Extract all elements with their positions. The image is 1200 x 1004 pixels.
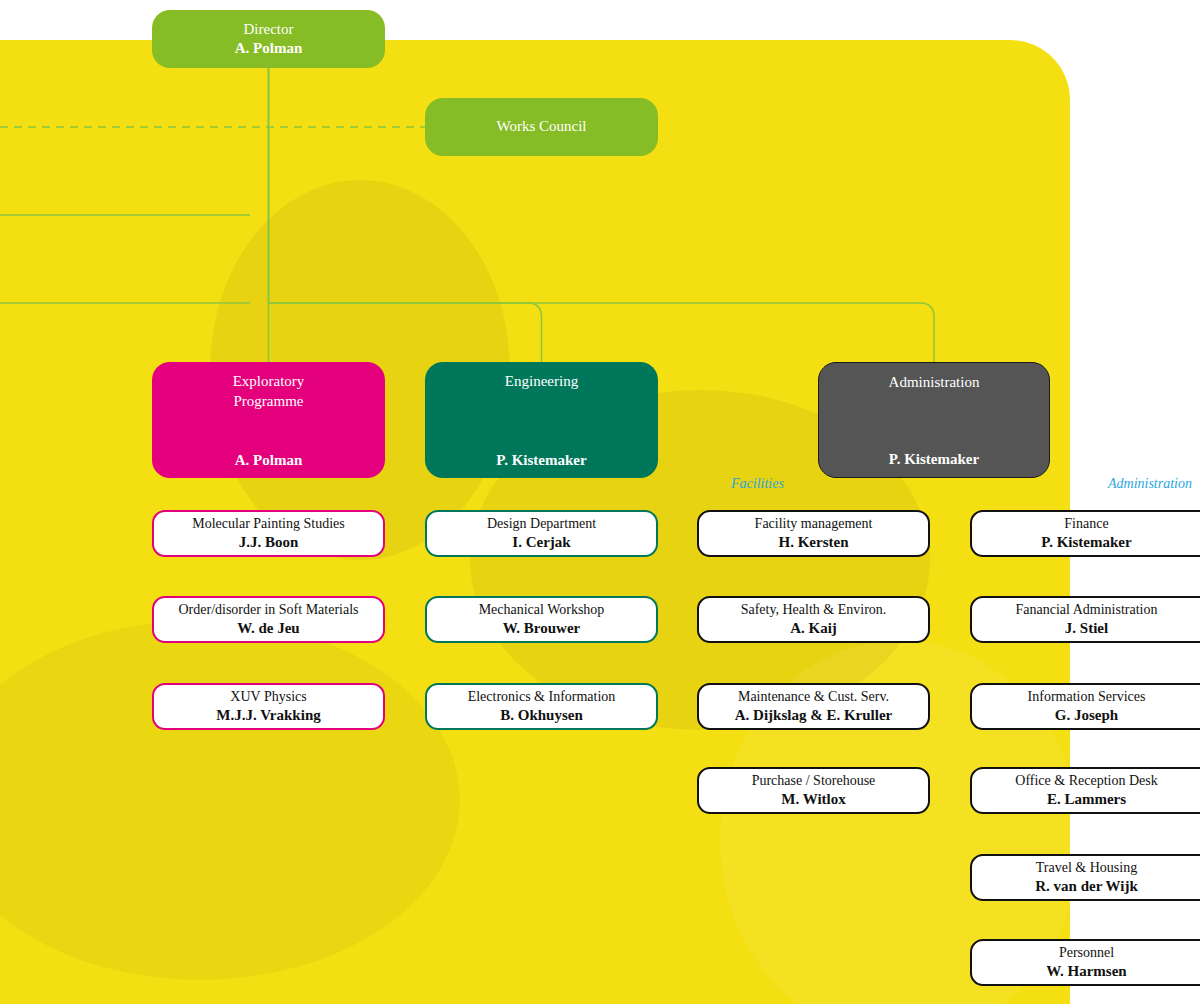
department-box: Purchase / StorehouseM. Witlox bbox=[697, 767, 930, 814]
department-box: FinanceP. Kistemaker bbox=[970, 510, 1200, 557]
dashed-line bbox=[0, 126, 425, 128]
department-box: Information ServicesG. Joseph bbox=[970, 683, 1200, 730]
person-name: W. Brouwer bbox=[503, 619, 581, 638]
person-name: A. Polman bbox=[235, 451, 303, 471]
person-name: J.J. Boon bbox=[239, 533, 299, 552]
department-box: XUV PhysicsM.J.J. Vrakking bbox=[152, 683, 385, 730]
person-name: A. Polman bbox=[235, 39, 303, 59]
unit-name: Purchase / Storehouse bbox=[752, 772, 876, 790]
person-name: A. Dijkslag & E. Kruller bbox=[735, 706, 893, 725]
person-name: P. Kistemaker bbox=[496, 451, 586, 471]
unit-name: Molecular Painting Studies bbox=[192, 515, 344, 533]
unit-name: Mechanical Workshop bbox=[479, 601, 605, 619]
branch-line bbox=[0, 214, 250, 216]
person-name: M. Witlox bbox=[781, 790, 845, 809]
department-box: Mechanical WorkshopW. Brouwer bbox=[425, 596, 658, 643]
unit-name: Order/disorder in Soft Materials bbox=[178, 601, 358, 619]
person-name: W. de Jeu bbox=[237, 619, 299, 638]
person-name: H. Kersten bbox=[779, 533, 849, 552]
person-name: M.J.J. Vrakking bbox=[216, 706, 320, 725]
department-box: Fanancial AdministrationJ. Stiel bbox=[970, 596, 1200, 643]
unit-box: Works Council bbox=[425, 98, 658, 156]
unit-box: Administration P. Kistemaker bbox=[818, 362, 1050, 478]
person-name: W. Harmsen bbox=[1046, 962, 1126, 981]
department-box: Travel & HousingR. van der Wijk bbox=[970, 854, 1200, 901]
unit-name: Director bbox=[244, 20, 294, 40]
unit-box: Exploratory Programme A. Polman bbox=[152, 362, 385, 478]
unit-name: Fanancial Administration bbox=[1016, 601, 1158, 619]
person-name: E. Lammers bbox=[1047, 790, 1126, 809]
unit-name: Facility management bbox=[755, 515, 873, 533]
department-box: Electronics & InformationB. Okhuysen bbox=[425, 683, 658, 730]
department-box: Office & Reception DeskE. Lammers bbox=[970, 767, 1200, 814]
column-heading: Administration bbox=[1108, 476, 1192, 492]
unit-name: XUV Physics bbox=[230, 688, 306, 706]
person-name: J. Stiel bbox=[1065, 619, 1108, 638]
unit-name: Office & Reception Desk bbox=[1015, 772, 1157, 790]
department-box: PersonnelW. Harmsen bbox=[970, 939, 1200, 986]
unit-name: Exploratory Programme bbox=[209, 372, 329, 411]
unit-box: Engineering P. Kistemaker bbox=[425, 362, 658, 478]
column-heading: Facilities bbox=[731, 476, 784, 492]
person-name: B. Okhuysen bbox=[500, 706, 583, 725]
unit-name: Finance bbox=[1064, 515, 1108, 533]
department-box: Facility managementH. Kersten bbox=[697, 510, 930, 557]
department-box: Maintenance & Cust. Serv.A. Dijkslag & E… bbox=[697, 683, 930, 730]
person-name: P. Kistemaker bbox=[1041, 533, 1131, 552]
org-connector bbox=[268, 68, 270, 362]
person-name: A. Kaij bbox=[790, 619, 837, 638]
department-box: Molecular Painting StudiesJ.J. Boon bbox=[152, 510, 385, 557]
department-box: Safety, Health & Environ.A. Kaij bbox=[697, 596, 930, 643]
person-name: I. Cerjak bbox=[512, 533, 570, 552]
unit-name: Personnel bbox=[1059, 944, 1114, 962]
org-connector bbox=[269, 68, 935, 362]
unit-name: Travel & Housing bbox=[1036, 859, 1137, 877]
branch-line bbox=[0, 302, 250, 304]
person-name: P. Kistemaker bbox=[889, 450, 979, 470]
person-name: G. Joseph bbox=[1055, 706, 1118, 725]
unit-name: Works Council bbox=[496, 117, 586, 137]
person-name: R. van der Wijk bbox=[1035, 877, 1138, 896]
unit-name: Electronics & Information bbox=[468, 688, 616, 706]
unit-box: DirectorA. Polman bbox=[152, 10, 385, 68]
unit-name: Information Services bbox=[1028, 688, 1146, 706]
unit-name: Design Department bbox=[487, 515, 596, 533]
unit-name: Safety, Health & Environ. bbox=[741, 601, 887, 619]
department-box: Design DepartmentI. Cerjak bbox=[425, 510, 658, 557]
unit-name: Engineering bbox=[505, 372, 578, 392]
unit-name: Administration bbox=[889, 373, 980, 393]
department-box: Order/disorder in Soft MaterialsW. de Je… bbox=[152, 596, 385, 643]
unit-name: Maintenance & Cust. Serv. bbox=[738, 688, 889, 706]
